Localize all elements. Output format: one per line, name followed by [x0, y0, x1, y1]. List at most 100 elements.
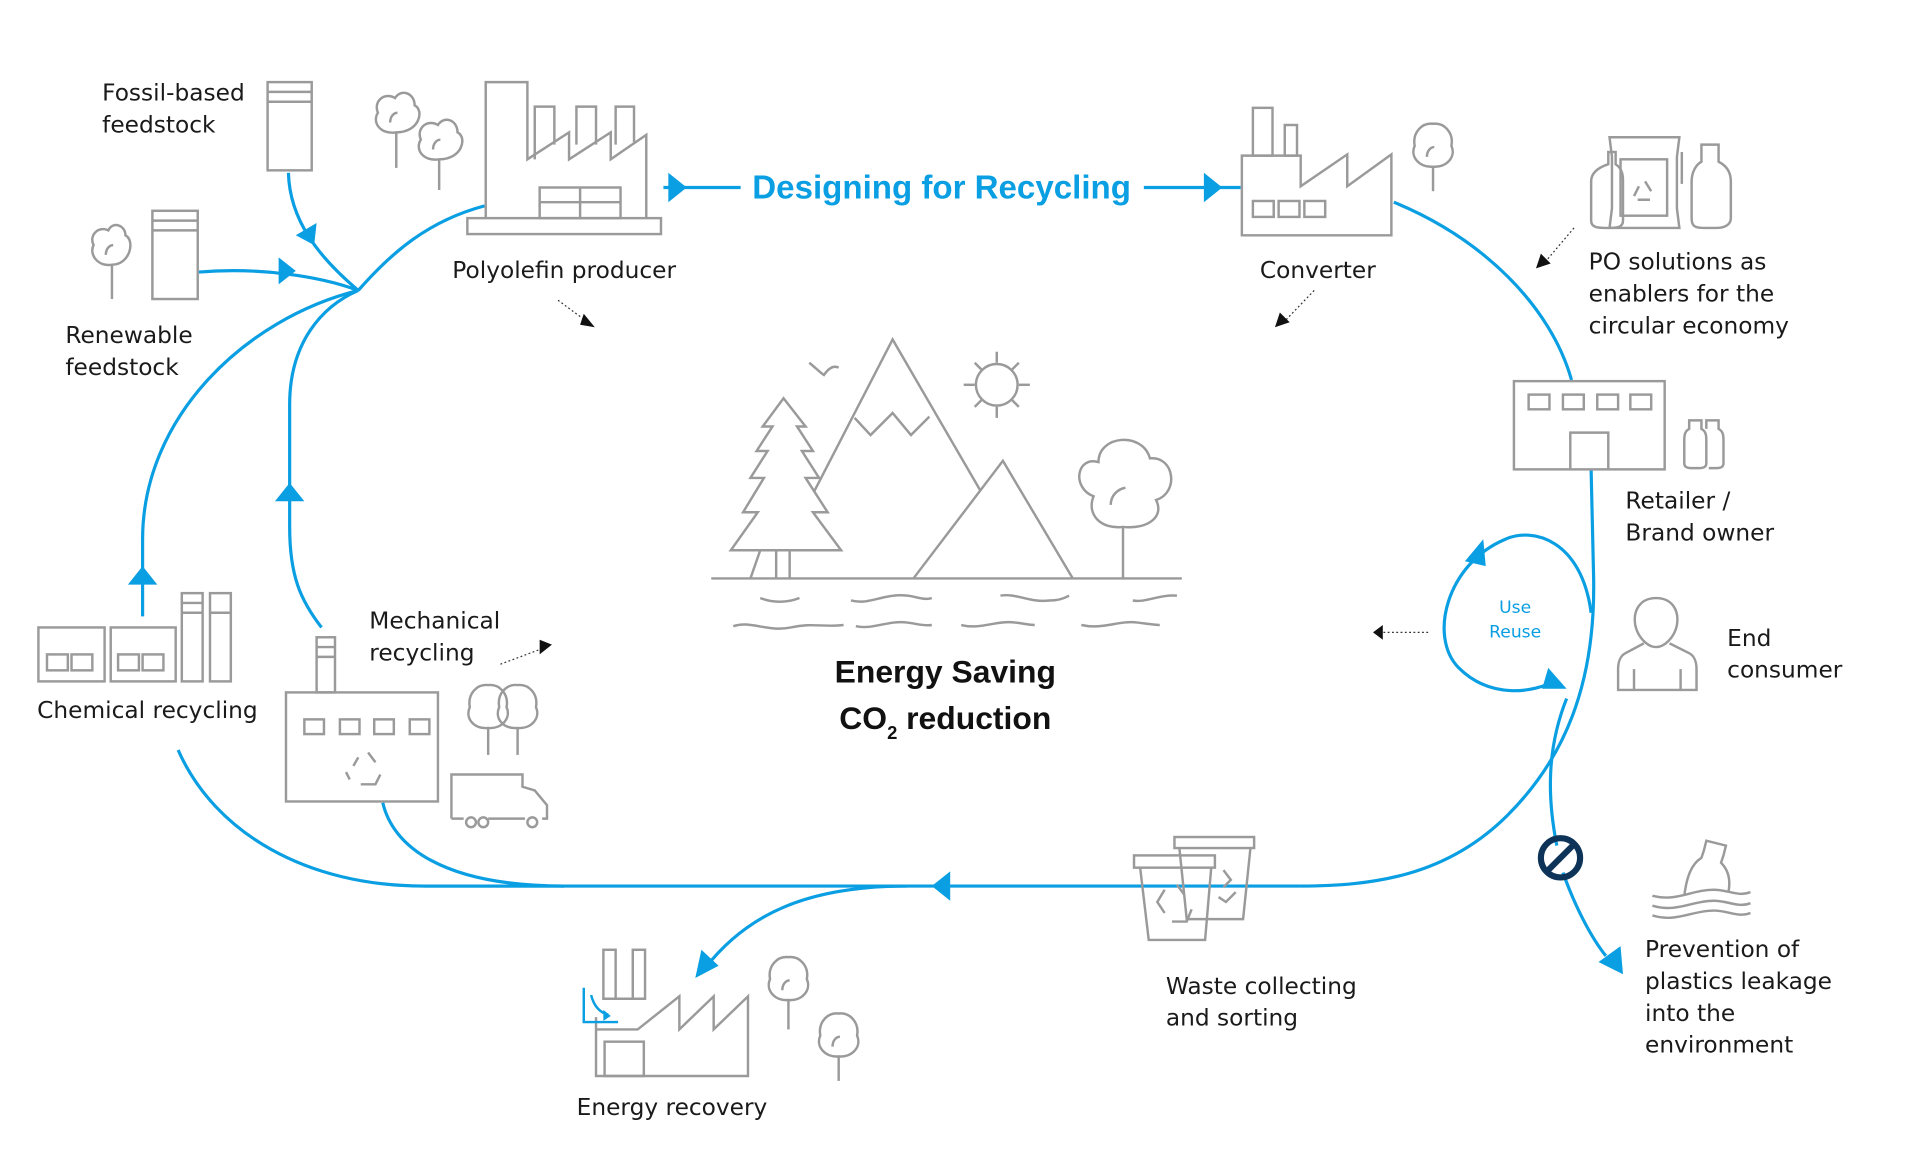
node-converter: Converter: [1240, 106, 1454, 328]
arrow-icon: [295, 223, 317, 246]
energy-recovery-label: Energy recovery: [577, 1094, 768, 1121]
storage-tank-icon: [151, 209, 199, 301]
pointer-line: [557, 299, 587, 322]
prevention-line3: into the: [1645, 1000, 1735, 1027]
prohibit-icon: [1537, 835, 1584, 881]
flow-leakage-branch: [1548, 697, 1608, 957]
arrow-icon: [1542, 667, 1567, 689]
arrow-icon: [1598, 946, 1623, 975]
end-consumer-line2: consumer: [1727, 657, 1843, 684]
node-energy-recovery: Energy recovery: [577, 948, 860, 1121]
producer-label: Polyolefin producer: [452, 257, 676, 284]
fossil-label-line2: feedstock: [102, 111, 216, 138]
flow-mechanical-up: [288, 288, 359, 629]
landscape-illustration: [711, 336, 1182, 630]
packaging-icon: [1589, 136, 1733, 230]
tree-icon: [91, 223, 132, 300]
flow-junction-to-producer: [357, 204, 485, 292]
tree-icon: [817, 1012, 860, 1081]
retailer-line1: Retailer /: [1625, 488, 1730, 515]
po-solutions-line3: circular economy: [1589, 312, 1790, 339]
pointer-arrow-icon: [539, 639, 552, 655]
pointer-line: [1284, 290, 1315, 322]
arrow-icon: [695, 949, 719, 978]
energy-arrow-icon: [582, 987, 619, 1024]
co2-reduction-label: CO2 reduction: [839, 700, 1051, 743]
sun-icon: [963, 351, 1030, 418]
chemical-plant-icon: [37, 591, 233, 683]
tree-icon: [374, 91, 421, 168]
pine-tree-icon: [728, 396, 844, 579]
flow-outer-chemical-loop: [176, 749, 565, 888]
tree-icon: [1078, 438, 1173, 579]
flow-use-reuse-loop: [1442, 533, 1593, 693]
co2-subscript: 2: [887, 722, 897, 743]
mechanical-line2: recycling: [369, 640, 474, 667]
mountain-icon: [813, 336, 982, 493]
prevention-line2: plastics leakage: [1645, 968, 1832, 995]
node-polyolefin-producer: Polyolefin producer: [374, 80, 676, 328]
tree-icon: [1412, 122, 1454, 192]
arrow-right-icon: [278, 257, 296, 285]
end-consumer-line1: End: [1727, 625, 1771, 652]
tree-icon: [417, 118, 464, 190]
pointer-line: [1546, 227, 1575, 261]
pointer-arrow-icon: [1372, 625, 1383, 640]
node-retailer: Retailer / Brand owner: [1512, 379, 1774, 546]
pointer-arrow-icon: [1274, 312, 1290, 328]
recycling-plant-icon: [284, 636, 440, 803]
factory-icon: [582, 948, 750, 1078]
node-use-reuse: Use Reuse: [1372, 598, 1541, 642]
po-solutions-line2: enablers for the: [1589, 280, 1775, 307]
recycling-bin-icon: [1132, 835, 1256, 942]
waste-line1: Waste collecting: [1166, 973, 1357, 1000]
node-po-solutions: PO solutions as enablers for the circula…: [1535, 136, 1790, 339]
prevention-line4: environment: [1645, 1032, 1793, 1059]
energy-saving-label: Energy Saving: [835, 654, 1056, 690]
arrow-left-icon: [931, 871, 951, 901]
factory-icon: [1240, 106, 1393, 237]
pointer-arrow-icon: [1535, 253, 1551, 269]
store-icon: [1512, 379, 1666, 471]
co2-prefix: CO: [839, 700, 887, 736]
pointer-arrow-icon: [580, 313, 595, 328]
po-solutions-line1: PO solutions as: [1589, 249, 1767, 276]
flow-mechanical-loop: [381, 802, 565, 888]
flow-fossil-input: [286, 172, 360, 292]
arrow-up-icon: [127, 566, 158, 585]
pointer-line: [500, 648, 540, 665]
node-end-consumer: End consumer: [1616, 596, 1843, 692]
prevention-line1: Prevention of: [1645, 936, 1800, 963]
person-icon: [1616, 596, 1698, 692]
fossil-label-line1: Fossil-based: [102, 79, 245, 106]
arrow-icon: [1464, 539, 1486, 567]
arrow-up-icon: [274, 482, 305, 502]
designing-for-recycling-title: Designing for Recycling: [752, 170, 1131, 207]
chemical-label: Chemical recycling: [37, 697, 258, 724]
node-renewable-feedstock: Renewable feedstock: [65, 209, 199, 381]
co2-suffix: reduction: [897, 700, 1051, 736]
renewable-label-line1: Renewable: [65, 322, 192, 349]
floating-bottle-icon: [1652, 839, 1751, 920]
bottles-icon: [1683, 419, 1725, 470]
waste-line2: and sorting: [1166, 1005, 1298, 1032]
use-label: Use: [1499, 598, 1531, 618]
bird-icon: [808, 361, 840, 377]
node-chemical-recycling: Chemical recycling: [37, 591, 258, 724]
mechanical-line1: Mechanical: [369, 608, 500, 635]
converter-label: Converter: [1260, 257, 1376, 284]
node-prevention: Prevention of plastics leakage into the …: [1645, 839, 1832, 1059]
node-waste-collecting: Waste collecting and sorting: [1132, 835, 1357, 1032]
flow-lines: [127, 172, 1623, 978]
flow-converter-to-retailer: [1393, 200, 1574, 381]
tree-icon: [767, 955, 810, 1030]
node-mechanical-recycling: Mechanical recycling: [284, 608, 552, 829]
flow-chemical-up: [140, 288, 359, 617]
hill-icon: [912, 458, 1074, 580]
factory-icon: [466, 80, 663, 236]
reuse-label: Reuse: [1489, 622, 1541, 642]
arrow-right-icon: [1203, 172, 1223, 203]
flow-retailer-to-consumer: [1299, 470, 1596, 888]
